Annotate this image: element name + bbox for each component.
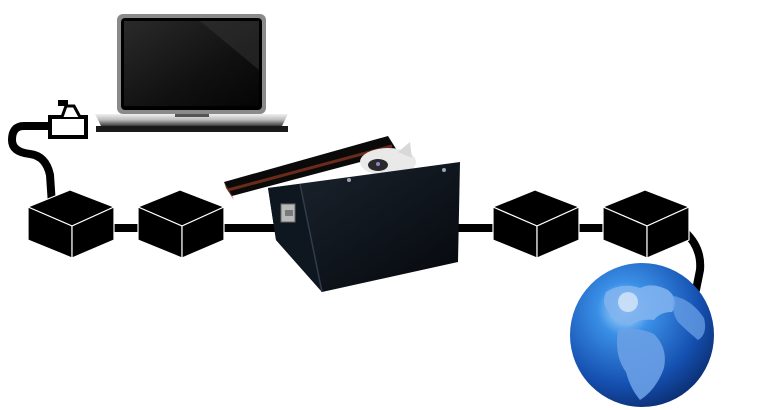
- cube-node-3: [491, 189, 581, 259]
- open-box-with-cat-icon: [224, 136, 460, 293]
- cube-node-1: [26, 189, 116, 259]
- ethernet-plug-icon: [48, 100, 88, 139]
- cube-node-2: [136, 189, 226, 259]
- laptop-icon: [95, 14, 288, 132]
- earth-globe-icon: [570, 263, 714, 407]
- cable-plug-to-cube-1: [7, 122, 56, 209]
- cube-node-4: [601, 189, 691, 259]
